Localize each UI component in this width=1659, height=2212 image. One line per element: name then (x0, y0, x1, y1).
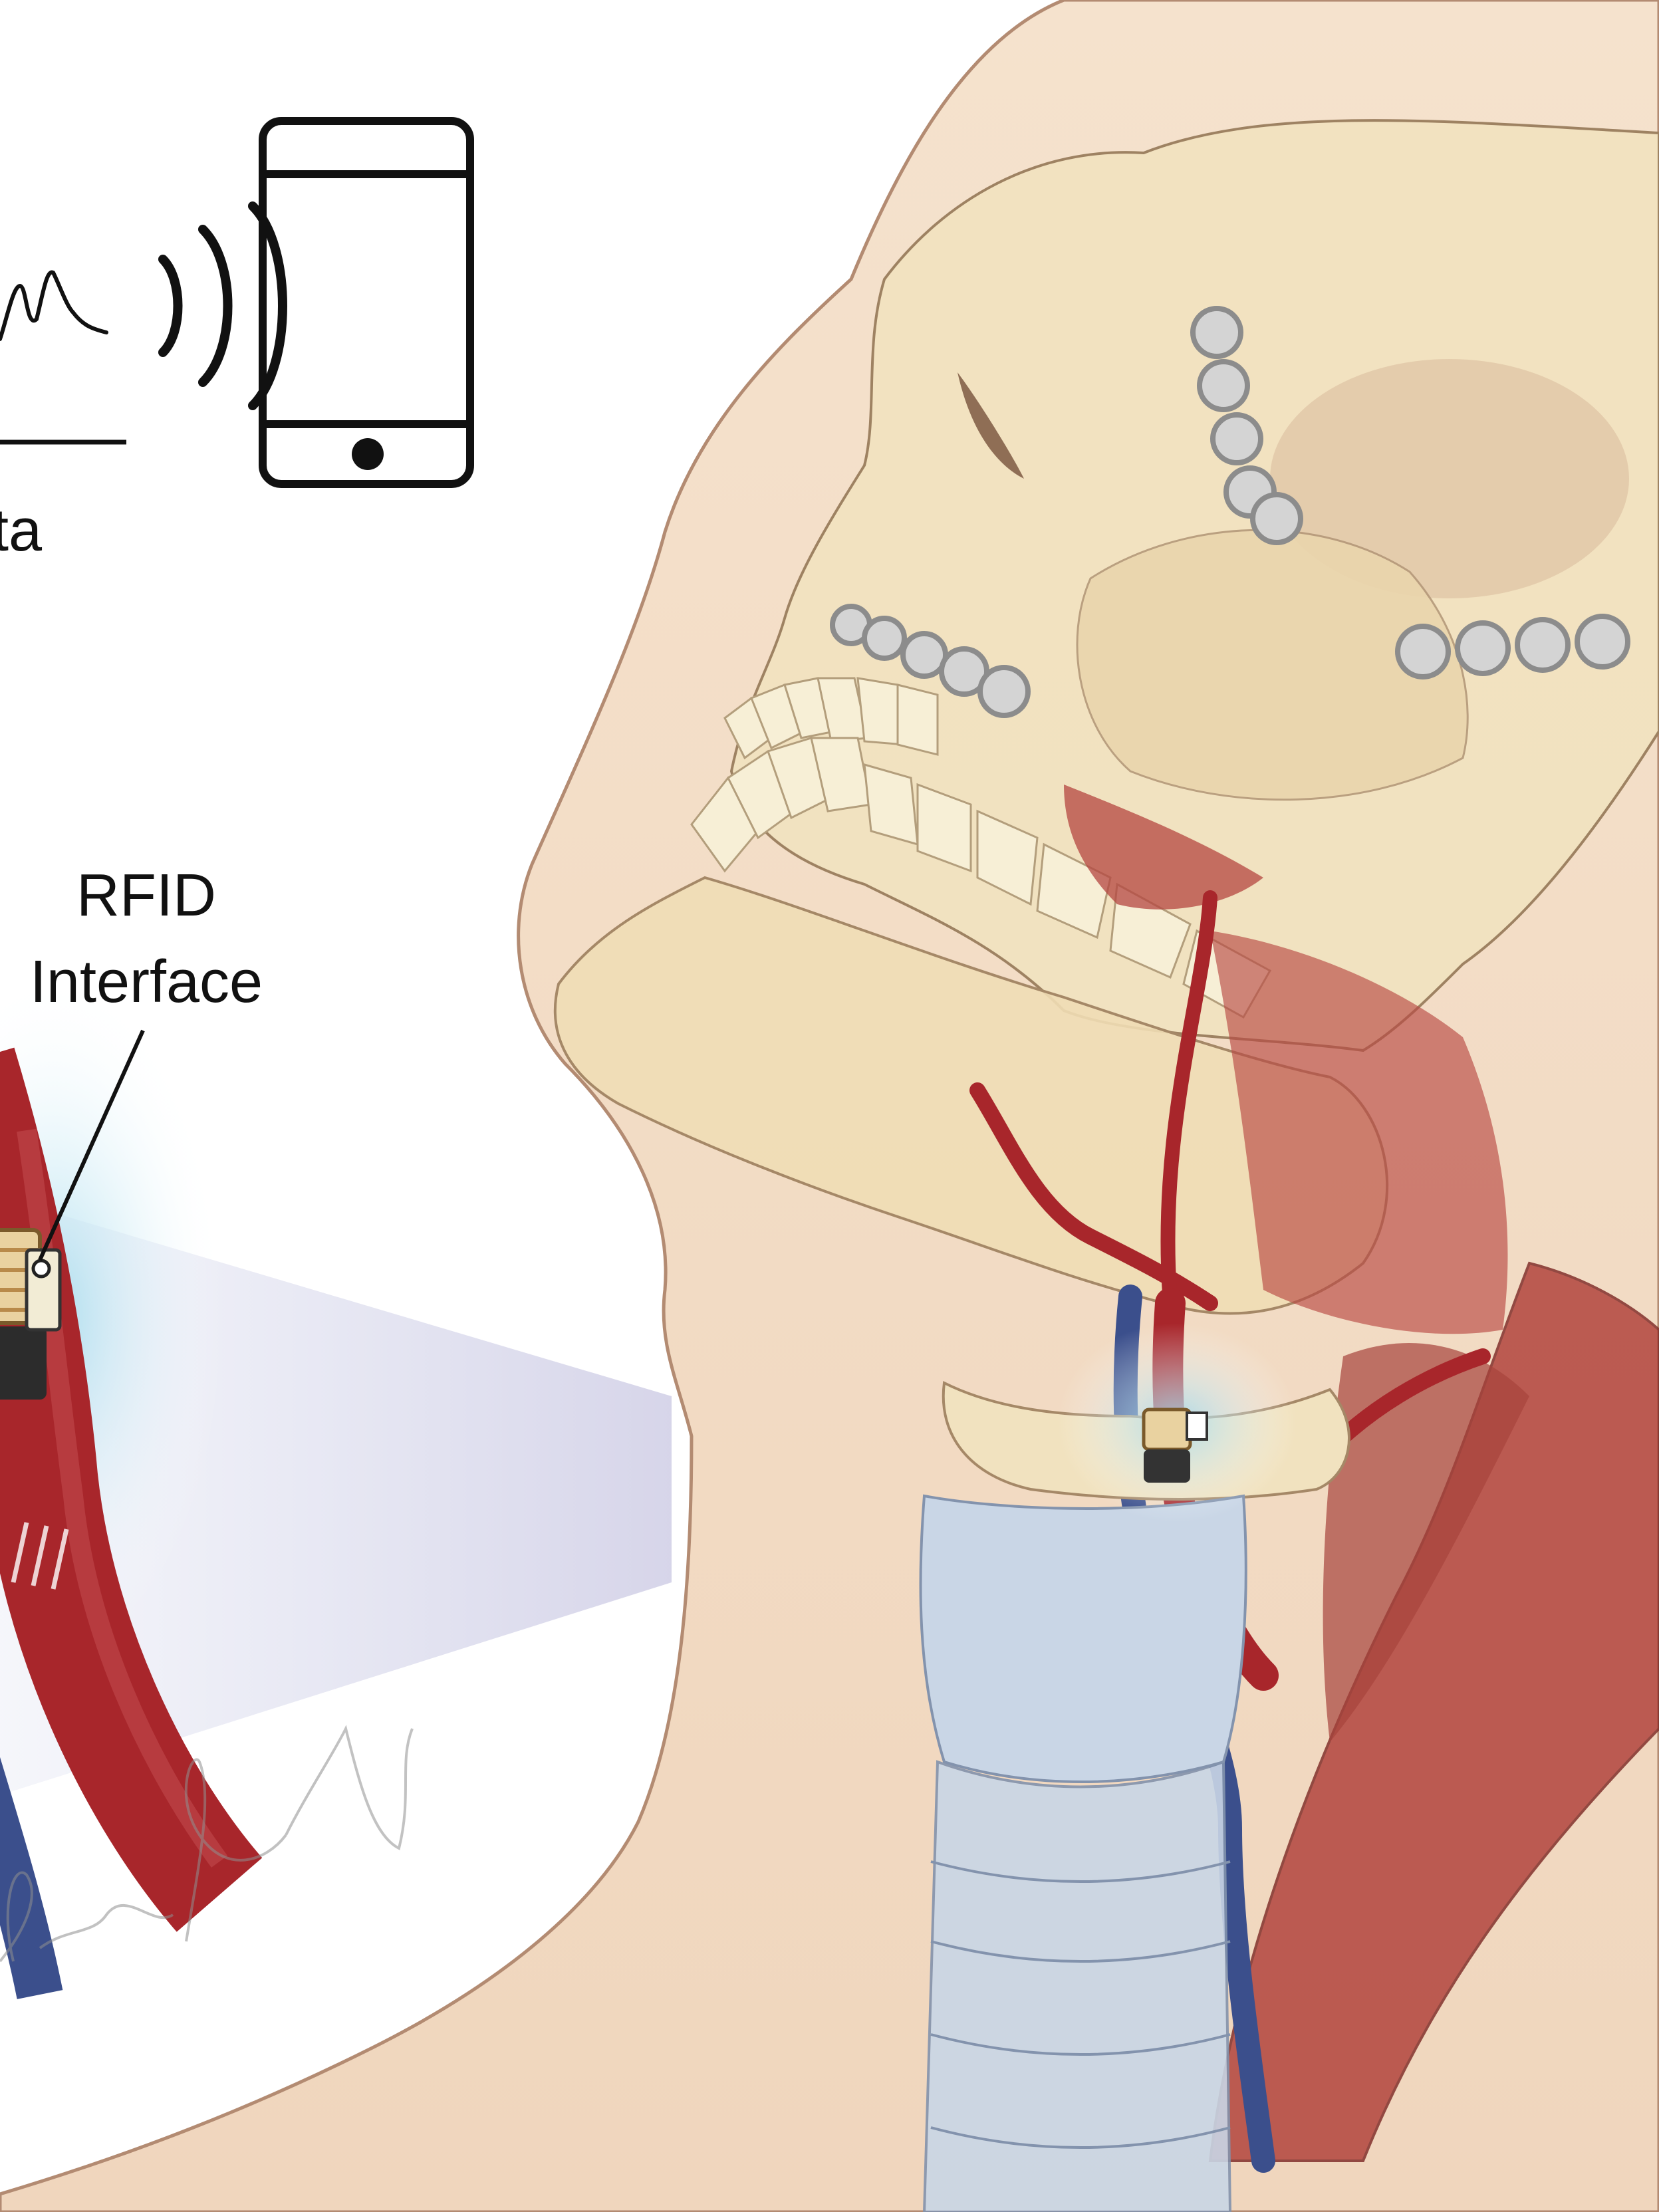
lingual-artery (1160, 890, 1217, 1310)
nasal-opening (957, 372, 1024, 479)
data-label: ta (0, 497, 43, 564)
orbit (1270, 359, 1629, 598)
rfid-leader-line (38, 1029, 145, 1261)
pressure-waveform-icon (0, 270, 108, 341)
fixation-plate-orbital (1190, 306, 1303, 545)
tracheal-rings (930, 1860, 1231, 2149)
inset-sutures (11, 1522, 69, 1590)
trachea (922, 1760, 1232, 2212)
phone-home-button (352, 438, 384, 470)
thyroid-cartilage (919, 1494, 1247, 1783)
rfid-cuff-inset (0, 1228, 62, 1400)
smartphone-icon (259, 117, 474, 488)
rfid-cuff-neck (1142, 1408, 1208, 1483)
fixation-plate-zygomatic (1395, 614, 1630, 679)
inset-artery (0, 1047, 263, 1932)
rfid-label-line2: Interface (29, 949, 263, 1015)
upper-teeth (723, 677, 939, 760)
inset-vein (0, 1757, 63, 1999)
artist-signature (0, 1725, 414, 1963)
rfid-chip-dot (31, 1259, 51, 1279)
floor-of-mouth-muscle (1064, 785, 1263, 910)
rfid-label-line1: RFID (76, 862, 216, 929)
rfid-interface-label: RFID Interface (0, 852, 293, 1025)
fixation-plate-maxillary (830, 604, 1031, 718)
masseter-muscle (1210, 931, 1508, 1334)
scalene-muscle (1323, 1343, 1529, 1742)
